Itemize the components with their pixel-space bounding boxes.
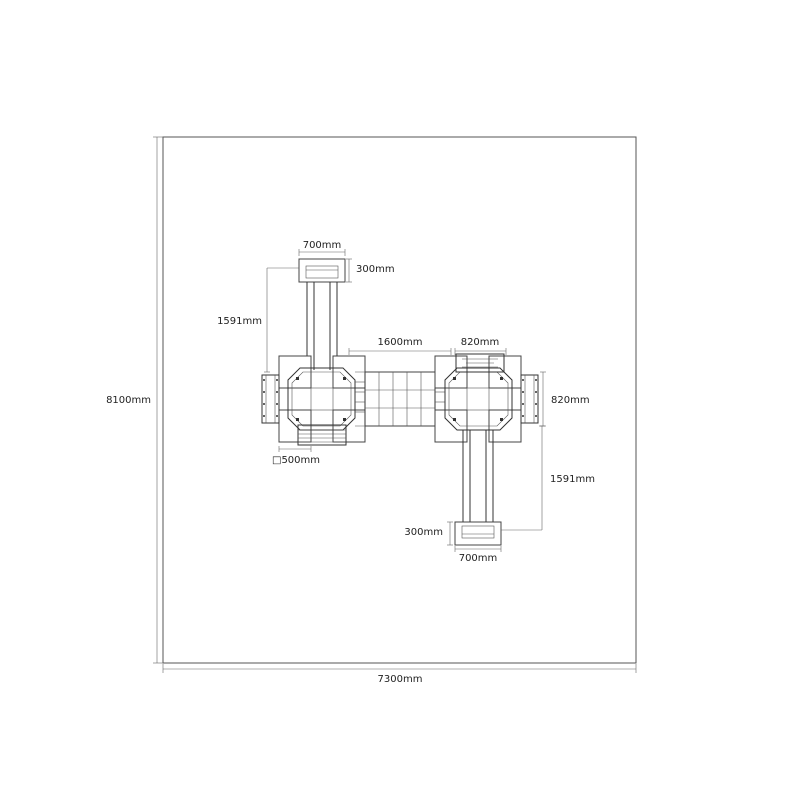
post-size-label: □500mm	[272, 455, 320, 466]
bridge-length-dim	[348, 348, 452, 355]
top-platform-width-dim	[298, 249, 346, 256]
bottom-platform-depth-label: 300mm	[404, 527, 443, 538]
bridge-length-label: 1600mm	[378, 337, 423, 348]
left-tower	[278, 355, 366, 443]
total-width-label: 7300mm	[378, 674, 423, 685]
right-tower-top-dim	[454, 348, 507, 355]
bottom-platform-width-dim	[454, 546, 502, 552]
bottom-platform-depth-dim	[447, 521, 453, 546]
top-arm-length-dim	[264, 267, 299, 373]
left-side-climber	[261, 374, 280, 424]
bottom-arm	[462, 430, 494, 522]
top-arm	[306, 282, 338, 370]
bottom-platform-width-label: 700mm	[459, 553, 498, 564]
top-platform	[298, 258, 346, 283]
top-platform-depth-dim	[346, 258, 352, 283]
top-arm-length-label: 1591mm	[217, 316, 262, 327]
left-stairs	[297, 424, 347, 446]
right-tower-roof	[455, 353, 505, 373]
top-platform-width-label: 700mm	[303, 240, 342, 251]
right-tower-top-label: 820mm	[461, 337, 500, 348]
top-platform-depth-label: 300mm	[356, 264, 395, 275]
right-side-climber	[520, 374, 539, 424]
overall-width-dimension	[162, 664, 637, 673]
bottom-platform	[454, 521, 502, 546]
bridge	[355, 371, 445, 427]
overall-height-dimension	[153, 136, 163, 664]
bottom-arm-length-label: 1591mm	[550, 474, 595, 485]
site-boundary	[162, 136, 637, 664]
total-height-label: 8100mm	[106, 395, 151, 406]
bottom-arm-length-dim	[501, 425, 545, 531]
right-tower	[434, 355, 522, 443]
post-size-dim	[278, 446, 312, 452]
right-tower-side-label: 820mm	[551, 395, 590, 406]
